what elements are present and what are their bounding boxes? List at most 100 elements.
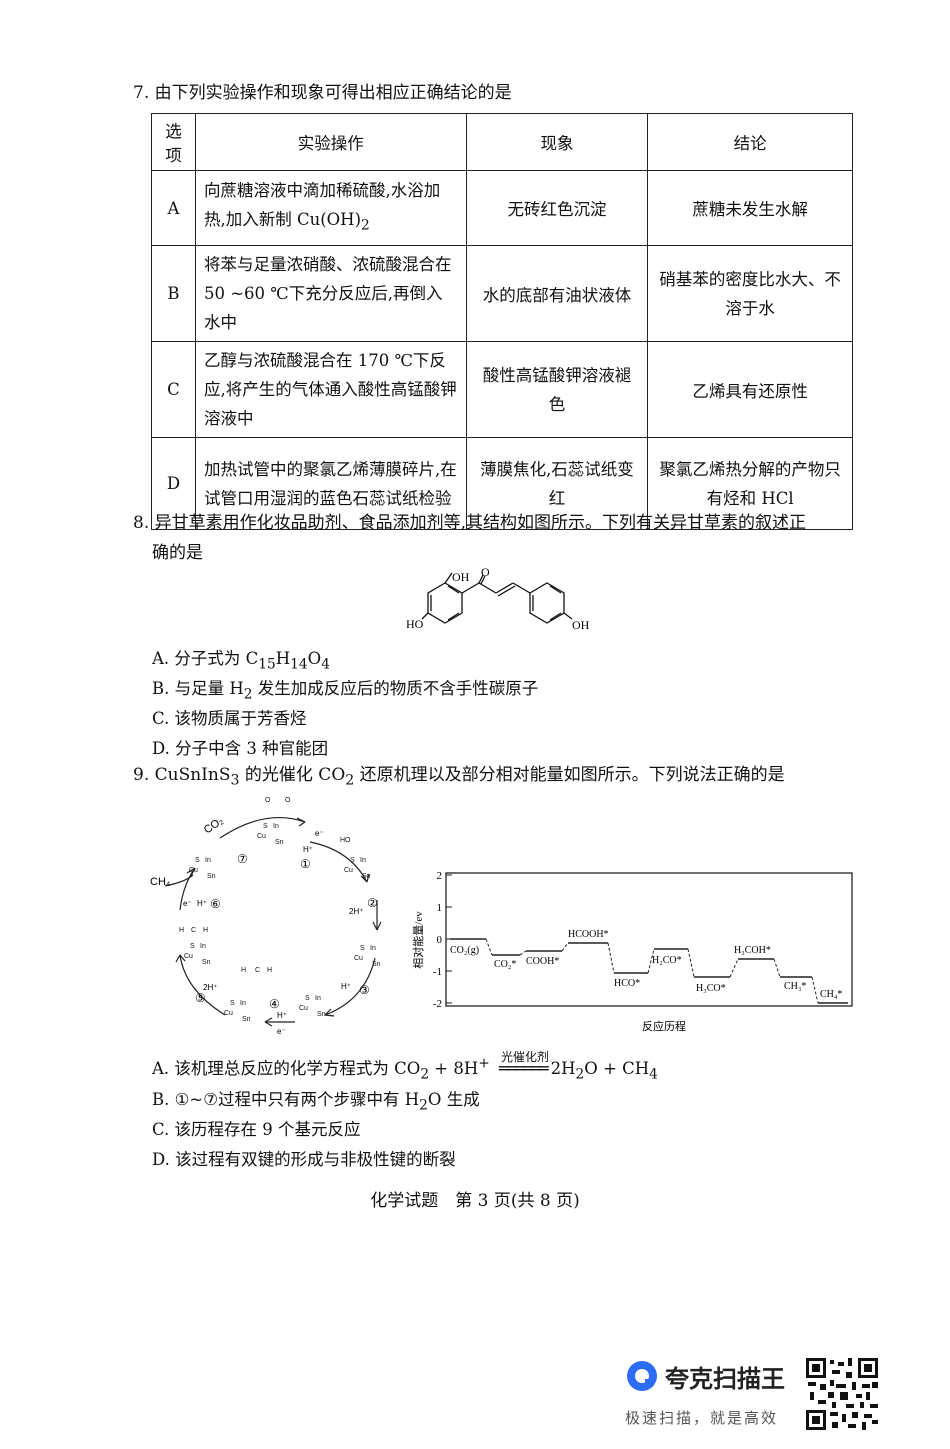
cluster-in: In <box>240 1000 246 1007</box>
proton-label: H⁺ <box>341 982 351 991</box>
catalytic-cycle-diagram: CO₂ CH₄ ⑦ ① ② ③ ④ ⑤ ⑥ e⁻ H⁺ 2H⁺ H⁺ H⁺ e⁻… <box>150 797 382 1036</box>
atom-o: O <box>285 797 291 804</box>
cluster-in: In <box>315 995 321 1002</box>
row-conclusion: 硝基苯的密度比水大、不溶于水 <box>647 245 853 342</box>
step-2-label: ② <box>367 896 378 910</box>
cluster-sn: Sn <box>317 1011 326 1018</box>
atom-h: H <box>179 927 184 934</box>
qr-code-icon <box>806 1358 878 1430</box>
cluster-s: S <box>190 943 195 950</box>
row-option: B <box>151 245 196 342</box>
step-6-label: ⑥ <box>210 897 221 911</box>
header-conclusion: 结论 <box>647 113 853 171</box>
oh-label-right: OH <box>572 618 590 632</box>
cluster-s: S <box>230 1000 235 1007</box>
row-conclusion: 乙烯具有还原性 <box>647 341 853 438</box>
cluster-cu: Cu <box>184 953 193 960</box>
cluster-s: S <box>263 823 268 830</box>
proton-label: H⁺ <box>277 1011 287 1020</box>
o-label-top: O <box>481 565 490 579</box>
row-operation: 将苯与足量浓硝酸、浓硫酸混合在 50 ~60 ℃下充分反应后,再倒入水中 <box>194 245 467 342</box>
header-operation: 实验操作 <box>194 113 467 171</box>
isoliquiritigenin-structure: OH O HO OH <box>406 565 590 632</box>
ytick-label: 2 <box>437 870 443 882</box>
species-label: HCO* <box>614 978 640 989</box>
q9-option-a: A. 该机理总反应的化学方程式为 CO2 + 8H+ 光催化剂══════2H2… <box>152 1050 658 1083</box>
energy-profile-diagram: 2 1 0 -1 -2 相对能量/ev CO₂(g) CO₂* COOH* HC… <box>411 870 853 1033</box>
ytick-label: -2 <box>433 998 442 1010</box>
ytick-label: -1 <box>433 966 442 978</box>
row-operation: 加热试管中的聚氯乙烯薄膜碎片,在试管口用湿润的蓝色石蕊试纸检验 <box>194 437 467 530</box>
atom-o: O <box>265 797 271 804</box>
co2-label: CO₂ <box>202 815 226 837</box>
species-label: H₃CO* <box>696 983 726 994</box>
two-proton-label: 2H⁺ <box>203 983 217 992</box>
q9-option-c: C. 该历程存在 9 个基元反应 <box>152 1120 361 1139</box>
atom-ho: HO <box>340 837 351 844</box>
cycle-arrow-5 <box>179 954 226 1016</box>
row-conclusion: 聚氯乙烯热分解的产物只有烃和 HCl <box>647 437 853 530</box>
species-label: COOH* <box>526 956 559 967</box>
cluster-s: S <box>350 857 355 864</box>
q8-option-a: A. 分子式为 C15H14O4 <box>152 649 330 673</box>
cycle-arrow-7 <box>219 816 306 839</box>
row-operation: 乙醇与浓硫酸混合在 170 ℃下反应,将产生的气体通入酸性高锰酸钾溶液中 <box>194 341 467 438</box>
q8-stem-line1: 8. 异甘草素用作化妆品助剂、食品添加剂等,其结构如图所示。下列有关异甘草素的叙… <box>133 513 807 533</box>
table-row: C 乙醇与浓硫酸混合在 170 ℃下反应,将产生的气体通入酸性高锰酸钾溶液中 酸… <box>151 341 853 438</box>
q8-stem-line2: 确的是 <box>152 543 203 563</box>
step-7-label: ⑦ <box>237 852 248 866</box>
cluster-sn: Sn <box>242 1016 251 1023</box>
scanner-logo-icon <box>627 1361 657 1391</box>
step-5-label: ⑤ <box>195 991 206 1005</box>
cluster-in: In <box>360 857 366 864</box>
table-header-row: 选项 实验操作 现象 结论 <box>151 113 853 171</box>
q9-option-d: D. 该过程有双键的形成与非极性键的断裂 <box>152 1150 456 1169</box>
electron-label: e⁻ <box>183 899 192 908</box>
cycle-arrow-3 <box>324 957 376 1016</box>
step-4-label: ④ <box>269 997 280 1011</box>
atom-h: H <box>203 927 208 934</box>
q9-option-b: B. ①~⑦过程中只有两个步骤中有 H2O 生成 <box>152 1090 480 1114</box>
electron-label: e⁻ <box>315 829 324 838</box>
step-1-label: ① <box>300 857 311 871</box>
header-option: 选项 <box>151 113 196 171</box>
table-row: B 将苯与足量浓硝酸、浓硫酸混合在 50 ~60 ℃下充分反应后,再倒入水中 水… <box>151 245 853 342</box>
cluster-in: In <box>370 945 376 952</box>
species-label: H₃COH* <box>734 945 771 956</box>
cluster-sn: Sn <box>362 873 371 880</box>
species-label: CO₂* <box>494 959 516 970</box>
cluster-in: In <box>200 943 206 950</box>
table-row: A 向蔗糖溶液中滴加稀硫酸,水浴加热,加入新制 Cu(OH)2 无砖红色沉淀 蔗… <box>151 170 853 246</box>
electron-label: e⁻ <box>277 1027 286 1036</box>
cluster-in: In <box>273 823 279 830</box>
cluster-sn: Sn <box>202 959 211 966</box>
row-phenomenon: 水的底部有油状液体 <box>465 245 649 342</box>
row-phenomenon: 薄膜焦化,石蕊试纸变红 <box>465 437 649 530</box>
atom-h: H <box>267 967 272 974</box>
ytick-label: 0 <box>437 934 443 946</box>
scanner-tagline: 极速扫描，就是高效 <box>625 1409 779 1427</box>
q9-stem: 9. CuSnInS3 的光催化 CO2 还原机理以及部分相对能量如图所示。下列… <box>133 765 785 789</box>
proton-label: H⁺ <box>303 845 313 854</box>
scanner-name: 夸克扫描王 <box>665 1365 785 1393</box>
cluster-in: In <box>205 857 211 864</box>
cluster-cu: Cu <box>257 833 266 840</box>
x-axis-label: 反应历程 <box>642 1019 686 1033</box>
oh-label-top: OH <box>452 570 470 584</box>
header-phenomenon: 现象 <box>465 113 649 171</box>
q8-option-b: B. 与足量 H2 发生加成反应后的物质不含手性碳原子 <box>152 679 539 703</box>
row-option: C <box>151 341 196 438</box>
species-label: H₂CO* <box>652 955 682 966</box>
atom-h: H <box>241 967 246 974</box>
q8-option-c: C. 该物质属于芳香烃 <box>152 709 307 728</box>
species-label: CH₃* <box>784 981 806 992</box>
cluster-cu: Cu <box>189 867 198 874</box>
q8-option-d: D. 分子中含 3 种官能团 <box>152 739 329 758</box>
atom-c: C <box>255 967 260 974</box>
row-option: A <box>151 170 196 246</box>
experiment-table: 选项 实验操作 现象 结论 A 向蔗糖溶液中滴加稀硫酸,水浴加热,加入新制 Cu… <box>151 113 853 530</box>
ch4-label: CH₄ <box>150 876 171 888</box>
species-label: HCOOH* <box>568 929 609 940</box>
ytick-label: 1 <box>437 902 443 914</box>
cluster-s: S <box>305 995 310 1002</box>
